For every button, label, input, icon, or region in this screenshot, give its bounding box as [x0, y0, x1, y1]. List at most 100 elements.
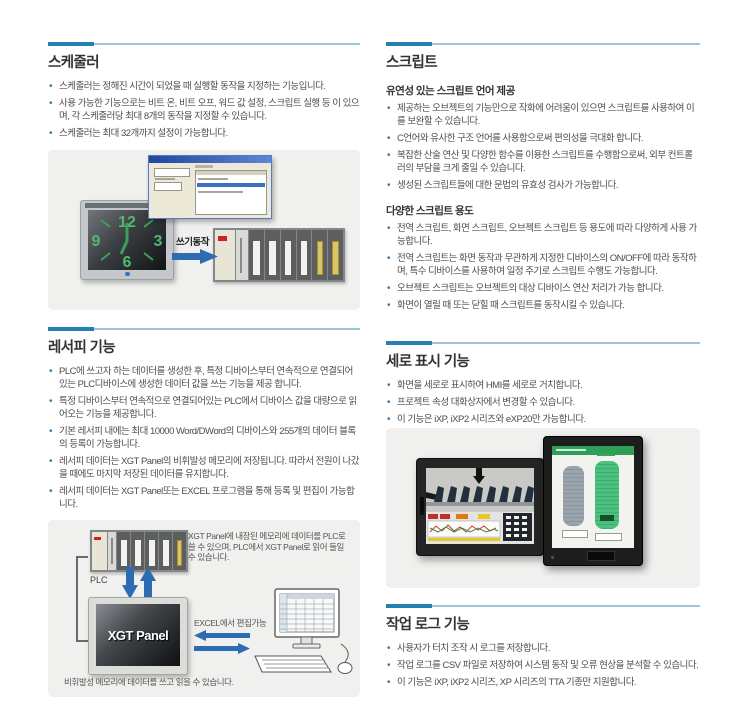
dialog-label-bar: [195, 165, 213, 168]
scheduler-figure: 12 3 6 9: [48, 150, 360, 310]
left-right-arrows-icon: [194, 630, 250, 654]
bullet-list: 전역 스크립트, 화면 스크립트, 오브젝트 스크립트 등 용도에 따라 다양하…: [386, 222, 700, 312]
plc-cpu-module: [236, 230, 248, 280]
connection-line: [76, 556, 88, 642]
plc-label: PLC: [90, 575, 108, 585]
plc-power-module: [215, 230, 236, 280]
figure-caption: 비휘발성 메모리에 데이터를 쓰고 읽을 수 있습니다.: [64, 677, 234, 687]
xgt-panel-logo: XGT Panel: [107, 627, 169, 643]
bullet-item: 제공하는 오브젝트의 기능만으로 작화에 어려움이 있으면 스크립트를 사용하여…: [386, 102, 700, 128]
bullet-list: 화면을 세로로 표시하여 HMI를 세로로 거치합니다. 프로젝트 속성 대화상…: [386, 379, 700, 426]
svg-text:9: 9: [92, 233, 101, 250]
plc-power-module: [92, 532, 108, 570]
bullet-item: PLC에 쓰고자 하는 데이터를 생성한 후, 특정 디바이스부터 연속적으로 …: [48, 365, 360, 391]
dialog-dropdown: [154, 168, 190, 177]
xgt-panel-screen: XGT Panel: [96, 604, 180, 666]
section-scheduler: 스케줄러 스케줄러는 정해진 시간이 되었을 때 실행할 동작을 지정하는 기능…: [48, 42, 360, 144]
bullet-item: 레서피 데이터는 XGT Panel의 비휘발성 메모리에 저장됩니다. 따라서…: [48, 455, 360, 481]
rule-line: [48, 43, 360, 45]
tank-gauge-green: [595, 461, 620, 529]
rule-accent: [386, 42, 432, 46]
hmi-power-switch: [420, 497, 424, 515]
portrait-hmi-panel: [543, 436, 643, 566]
hmi-button: [125, 272, 130, 276]
hmi-screw: [551, 556, 554, 559]
tank-gauge-gray: [563, 466, 584, 526]
section-rule: [386, 341, 700, 345]
up-down-arrows-icon: [122, 567, 156, 599]
subsection-heading: 유연성 있는 스크립트 언어 제공: [386, 85, 515, 97]
bullet-item: 화면을 세로로 표시하여 HMI를 세로로 거치합니다.: [386, 379, 700, 392]
plc-io-module: [280, 230, 296, 280]
plc-rack: [213, 228, 345, 282]
plc-io-module: [248, 230, 264, 280]
bullet-item: 사용자가 터치 조작 시 로그를 저장합니다.: [386, 642, 700, 655]
plc-io-module: [296, 230, 312, 280]
hmi-connector: [587, 551, 615, 561]
section-work-log: 작업 로그 기능 사용자가 터치 조작 시 로그를 저장합니다. 작업 로그를 …: [386, 604, 700, 693]
bullet-item: 스케줄러는 최대 32개까지 설정이 가능합니다.: [48, 127, 360, 140]
bullet-list: 스케줄러는 정해진 시간이 되었을 때 실행할 동작을 지정하는 기능입니다. …: [48, 80, 360, 140]
bullet-item: 사용 가능한 기능으로는 비트 온, 비트 오프, 워드 값 설정, 스크립트 …: [48, 97, 360, 123]
bullet-item: 특정 디바이스부터 연속적으로 연결되어있는 PLC에서 디바이스 값을 대량으…: [48, 395, 360, 421]
dialog-text-line: [155, 178, 175, 180]
dialog-selected-row: [197, 183, 265, 187]
svg-text:12: 12: [118, 214, 136, 231]
bullet-item: 오브젝트 스크립트는 오브젝트의 대상 디바이스 연산 처리가 가능 합니다.: [386, 282, 700, 295]
figure-annotation: XGT Panel에 내장된 메모리에 데이터를 PLC로 쓸 수 있으며, P…: [188, 531, 346, 562]
bullet-item: 레서피 데이터는 XGT Panel또는 EXCEL 프로그램을 통해 등록 및…: [48, 485, 360, 511]
rule-line: [386, 43, 700, 45]
bullet-item: 작업 로그를 CSV 파일로 저장하여 시스템 동작 및 오류 현상을 분석할 …: [386, 659, 700, 672]
bullet-item: 복잡한 산술 연산 및 다양한 함수를 이용한 스크립트를 수행함으로써, 외부…: [386, 149, 700, 175]
bullet-item: 스케줄러는 정해진 시간이 되었을 때 실행할 동작을 지정하는 기능입니다.: [48, 80, 360, 93]
gauge-value-tag: [599, 515, 615, 522]
bullet-list: 사용자가 터치 조작 시 로그를 저장합니다. 작업 로그를 CSV 파일로 저…: [386, 642, 700, 689]
dialog-text-line: [198, 178, 228, 180]
bullet-item: 이 기능은 iXP, iXP2 시리즈, XP 시리즈의 TTA 기종만 지원합…: [386, 676, 700, 689]
rule-accent: [386, 604, 432, 608]
rule-accent: [386, 341, 432, 345]
rule-accent: [48, 42, 94, 46]
landscape-hmi-screen: [426, 468, 534, 544]
bullet-item: 전역 스크립트, 화면 스크립트, 오브젝트 스크립트 등 용도에 따라 다양하…: [386, 222, 700, 248]
subsection-heading: 다양한 스크립트 용도: [386, 205, 474, 217]
analog-clock-icon: 12 3 6 9: [92, 214, 163, 271]
bullet-item: 화면이 열릴 때 또는 닫힐 때 스크립트를 동작시킬 수 있습니다.: [386, 299, 700, 312]
gauge-label-bar: [597, 454, 616, 457]
landscape-hmi-panel: [416, 458, 544, 556]
section-script: 스크립트 유연성 있는 스크립트 언어 제공 제공하는 오브젝트의 기능만으로 …: [386, 42, 700, 316]
gauge-readout: [595, 532, 623, 541]
dialog-titlebar: [149, 156, 271, 163]
screen-header-bar: [552, 446, 634, 455]
write-action-label: 쓰기동작: [176, 237, 209, 248]
excel-edit-label: EXCEL에서 편집가능: [194, 618, 267, 628]
plc-cpu-module: [108, 532, 117, 570]
bullet-item: 전역 스크립트는 화면 동작과 무관하게 지정한 디바이스의 ON/OFF에 따…: [386, 252, 700, 278]
rule-line: [386, 605, 700, 607]
hmi-clock-screen: 12 3 6 9: [88, 210, 166, 271]
rule-line: [386, 342, 700, 344]
plc-terminal-module: [173, 532, 187, 570]
section-title: 작업 로그 기능: [386, 617, 470, 633]
hmi-bezel-top: [85, 203, 169, 208]
rule-line: [48, 328, 360, 330]
section-title: 스케줄러: [48, 55, 100, 71]
section-rule: [48, 42, 360, 46]
plc-io-module: [159, 532, 173, 570]
dialog-list: [195, 170, 267, 215]
computer-illustration: [254, 588, 353, 674]
section-vertical-display: 세로 표시 기능 화면을 세로로 표시하여 HMI를 세로로 거치합니다. 프로…: [386, 341, 700, 430]
bullet-item: 기본 레서피 내에는 최대 10000 Word/DWord의 디바이스와 25…: [48, 425, 360, 451]
svg-text:6: 6: [123, 254, 132, 270]
portrait-hmi-screen: [552, 446, 634, 548]
bullet-item: 프로젝트 속성 대화상자에서 변경할 수 있습니다.: [386, 396, 700, 409]
dialog-input: [154, 182, 182, 191]
bullet-item: C언어와 유사한 구조 언어를 사용함으로써 편의성을 극대화 합니다.: [386, 132, 700, 145]
right-arrow-icon: [172, 249, 218, 264]
bullet-item: 생성된 스크립트들에 대한 문법의 유효성 검사가 가능합니다.: [386, 179, 700, 192]
scheduler-dialog-window: [148, 155, 272, 219]
gauge-readout: [561, 529, 589, 538]
plc-io-module: [264, 230, 280, 280]
dialog-list-header: [196, 171, 266, 175]
